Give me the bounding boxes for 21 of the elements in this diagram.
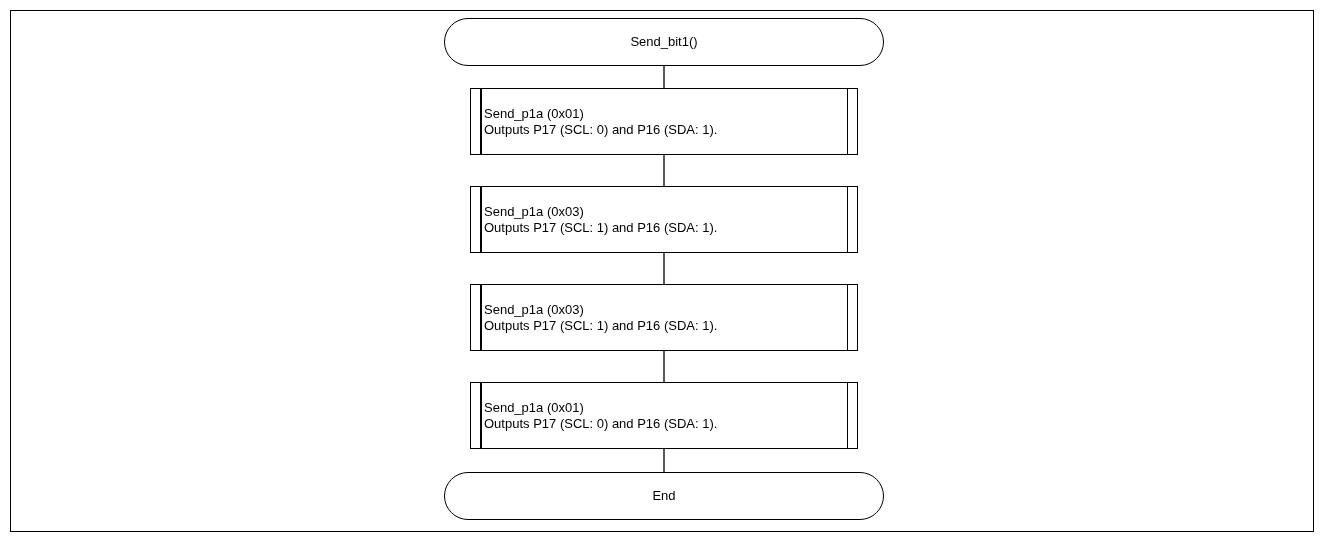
process-title: Send_p1a (0x01) [484,105,585,122]
process-title: Send_p1a (0x03) [484,301,585,318]
terminator-label: End [652,487,676,506]
connector-line [663,65,665,89]
process-description: Outputs P17 (SCL: 1) and P16 (SDA: 1). [484,317,719,334]
terminator-shape [444,18,884,66]
process-title: Send_p1a (0x01) [484,399,585,416]
terminator-shape [444,472,884,520]
predefined-process-box [470,88,858,155]
connector-line [663,350,665,383]
terminator-label: Send_bit1() [630,33,698,52]
connector-line [663,448,665,473]
predefined-process-box [470,284,858,351]
process-title: Send_p1a (0x03) [484,203,585,220]
predefined-process-box [470,186,858,253]
connector-line [663,154,665,187]
predefined-process-box [470,382,858,449]
process-description: Outputs P17 (SCL: 0) and P16 (SDA: 1). [484,415,719,432]
process-description: Outputs P17 (SCL: 1) and P16 (SDA: 1). [484,219,719,236]
connector-line [663,252,665,285]
process-description: Outputs P17 (SCL: 0) and P16 (SDA: 1). [484,121,719,138]
